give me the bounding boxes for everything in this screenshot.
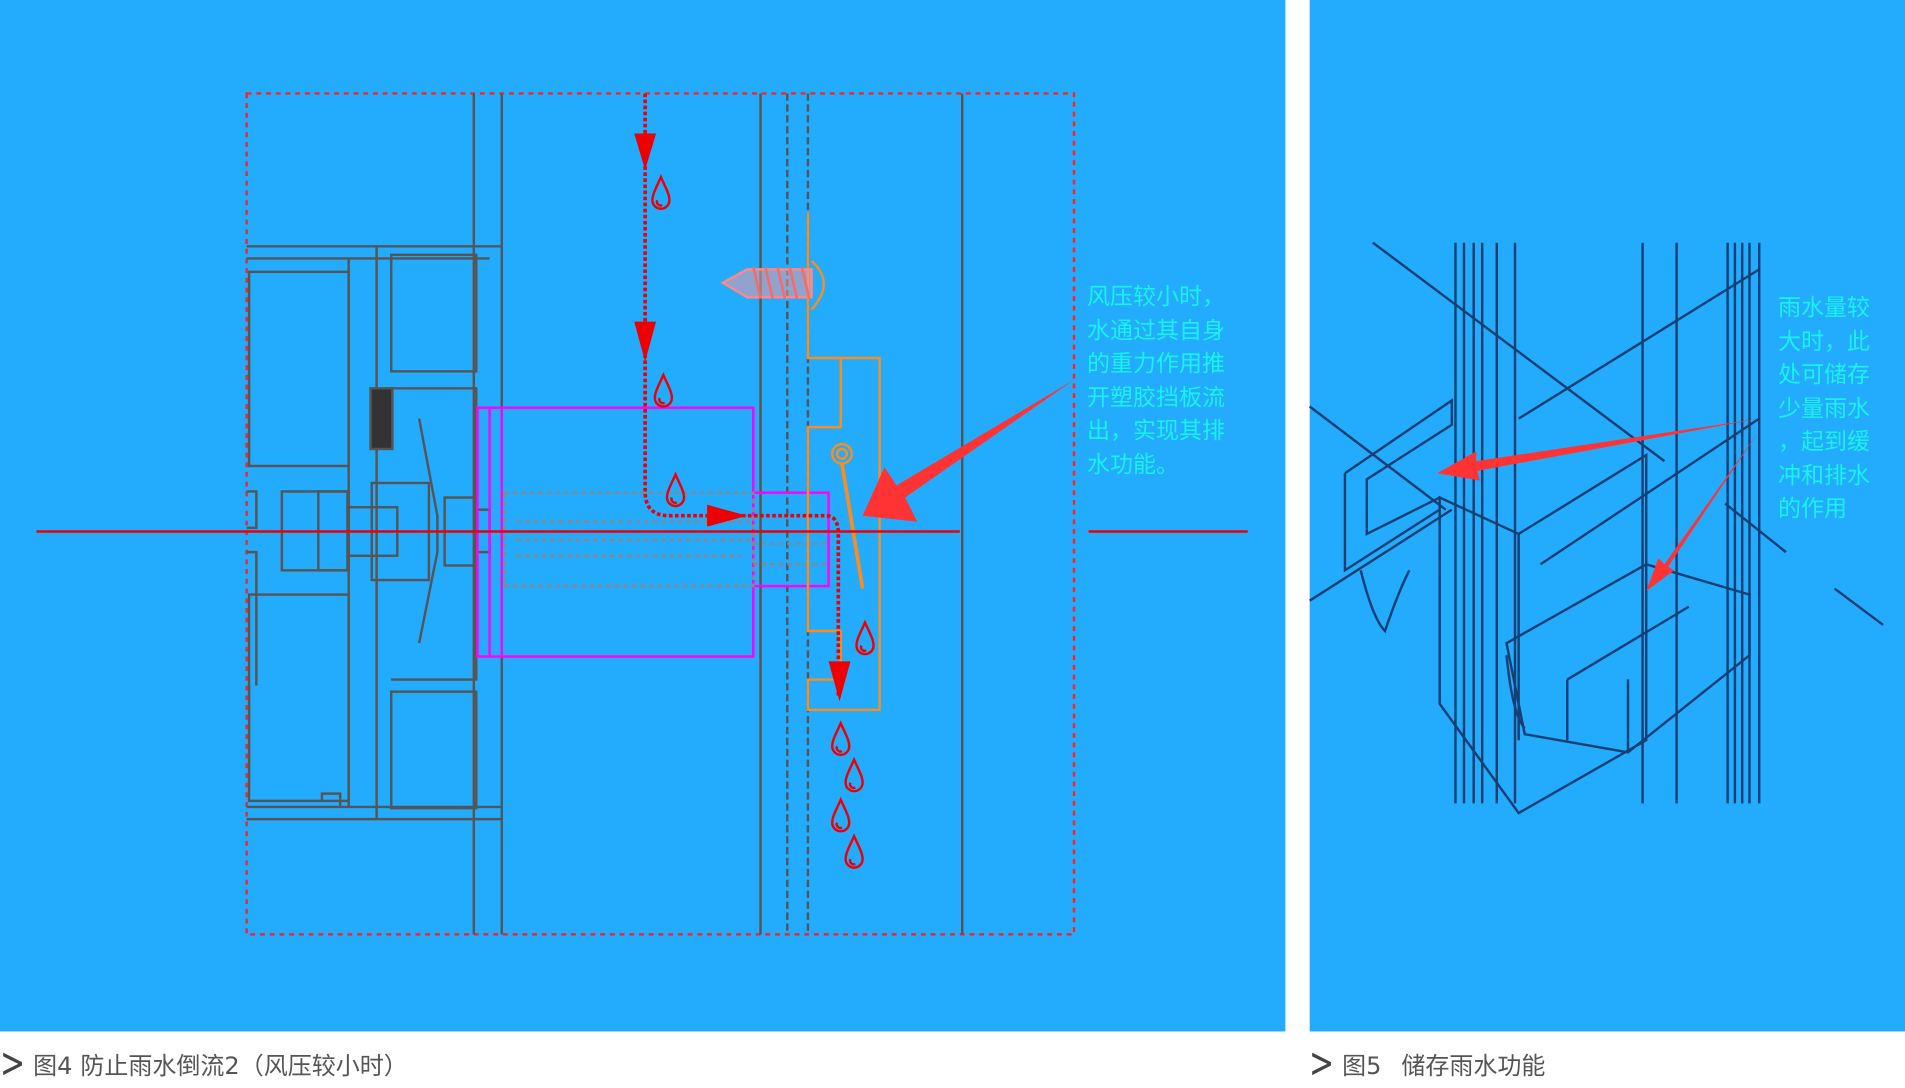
chevron-right-icon: > [0,1039,26,1088]
callout-arrows-fig5 [1437,418,1760,591]
figure4-annotation: 风压较小时， 水通过其自身 的重力作用推 开塑胶挡板流 出，实现其排 水功能。 [1087,284,1225,478]
chevron-right-icon: > [1309,1039,1335,1088]
figure5-panel [1309,0,1905,1032]
figure4-title: 防止雨水倒流2（风压较小时） [80,1052,408,1080]
figure5-caption: > 图5 储存雨水功能 [1309,1039,1546,1088]
figure5-title: 储存雨水功能 [1401,1052,1546,1080]
water-flow-path [643,93,841,698]
figure5-number: 图5 [1342,1052,1382,1080]
figure4-number: 图4 [33,1052,73,1080]
isometric-drawing [1308,241,1884,815]
callout-arrow [862,379,1074,522]
figure5-annotation: 雨水量较 大时，此 处可储存 少量雨水 ，起到缓 冲和排水 的作用 [1778,295,1870,522]
figure4-caption: > 图4 防止雨水倒流2（风压较小时） [0,1039,408,1088]
flow-arrowheads [634,133,851,702]
figure4-panel [0,0,1286,1032]
screw-icon [720,259,825,311]
